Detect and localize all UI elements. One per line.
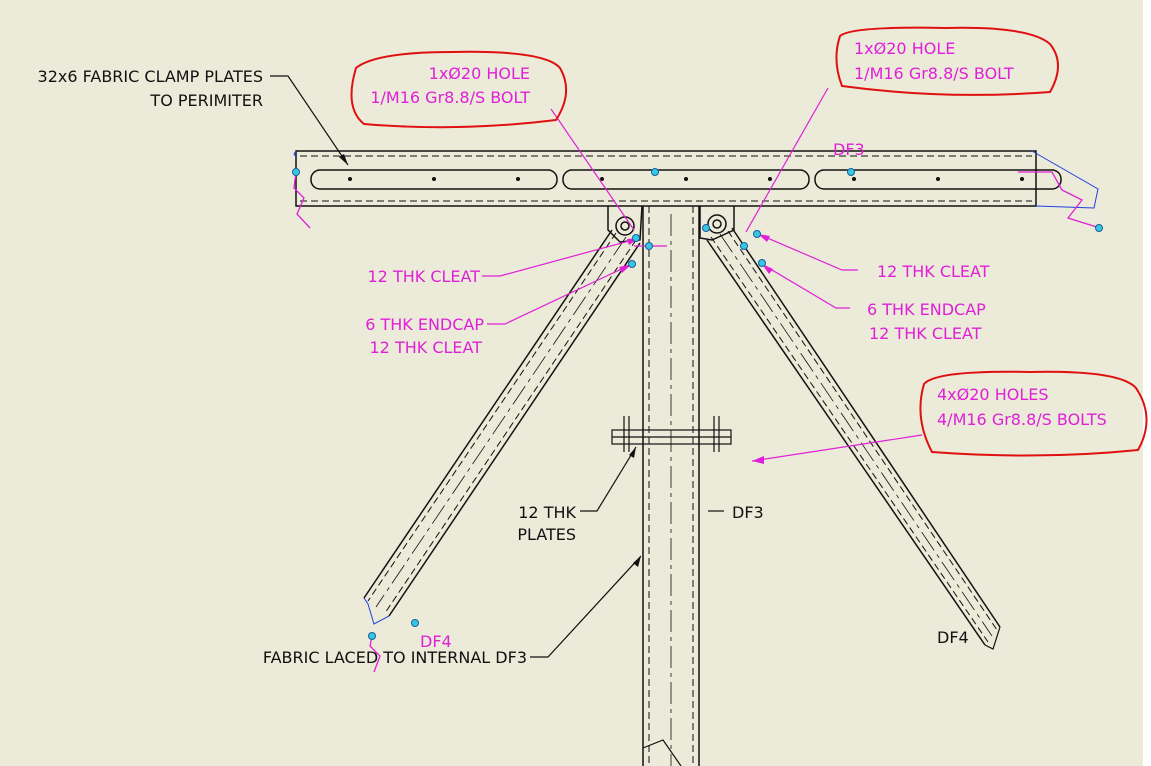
hole-left-label-line2: 1/M16 Gr8.8/S BOLT bbox=[370, 88, 530, 107]
endcap-left-label-line1: 6 THK ENDCAP bbox=[365, 315, 484, 334]
df4-left-label: DF4 bbox=[420, 632, 452, 651]
right-cleat bbox=[699, 206, 735, 241]
df3-top-label: DF3 bbox=[833, 140, 865, 159]
vertical-post bbox=[642, 206, 700, 766]
cleat-left-label: 12 THK CLEAT bbox=[368, 267, 481, 286]
splice-plates bbox=[611, 416, 732, 452]
clamp-plate-holes bbox=[348, 177, 1024, 181]
holes-4-label-line1: 4xØ20 HOLES bbox=[937, 385, 1049, 404]
leader-lines bbox=[270, 75, 724, 658]
right-brace bbox=[706, 227, 1001, 650]
top-beam bbox=[293, 150, 1099, 209]
fabric-laced-label: FABRIC LACED TO INTERNAL DF3 bbox=[263, 648, 527, 667]
left-brace bbox=[363, 229, 641, 625]
clamp-plates-label-line1: 32x6 FABRIC CLAMP PLATES bbox=[38, 67, 263, 86]
revision-clouds bbox=[350, 26, 1148, 457]
leader-arrowheads bbox=[339, 154, 641, 567]
df3-post-label: DF3 bbox=[732, 503, 764, 522]
endcap-right-label-line2: 12 THK CLEAT bbox=[869, 324, 982, 343]
endcap-left-label-line2: 12 THK CLEAT bbox=[370, 338, 483, 357]
hole-left-label-line1: 1xØ20 HOLE bbox=[429, 64, 530, 83]
holes-4-label-line2: 4/M16 Gr8.8/S BOLTS bbox=[937, 410, 1107, 429]
fabric-edge-markup bbox=[293, 171, 1101, 673]
markup-leaders bbox=[482, 87, 923, 462]
hole-right-label-line2: 1/M16 Gr8.8/S BOLT bbox=[854, 64, 1014, 83]
cleat-right-label: 12 THK CLEAT bbox=[877, 262, 990, 281]
plates-label-line2: PLATES bbox=[517, 525, 576, 544]
endcap-right-label-line1: 6 THK ENDCAP bbox=[867, 300, 986, 319]
hole-right-label-line1: 1xØ20 HOLE bbox=[854, 39, 955, 58]
node-markers bbox=[292, 168, 1103, 640]
clamp-plates-label-line2: TO PERIMITER bbox=[149, 91, 263, 110]
df4-right-label: DF4 bbox=[937, 628, 969, 647]
plates-label-line1: 12 THK bbox=[518, 503, 576, 522]
clamp-plates bbox=[310, 169, 1062, 190]
